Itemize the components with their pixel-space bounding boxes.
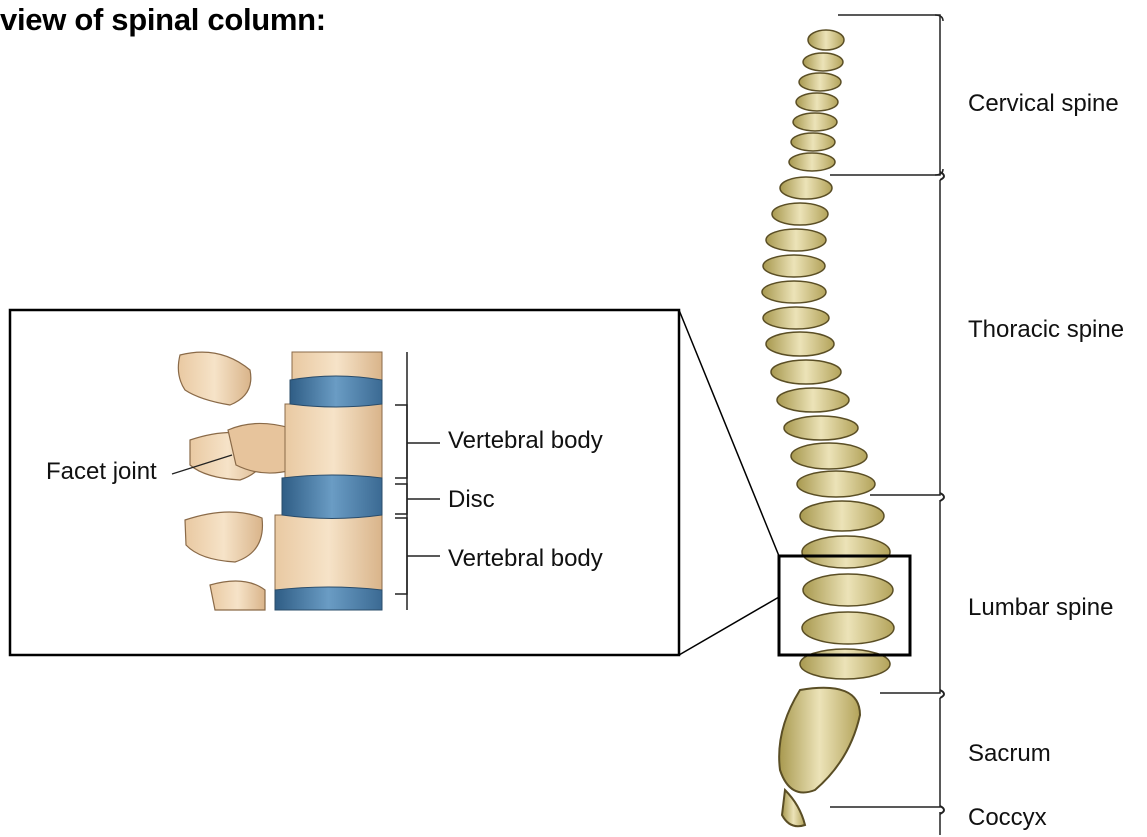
cervical-vertebrae [789, 30, 844, 171]
sacrum-bone [779, 688, 860, 793]
label-vertebral-body-upper: Vertebral body [448, 427, 603, 455]
lumbar-vertebrae [800, 501, 894, 679]
thoracic-vertebrae [762, 177, 875, 497]
label-lumbar-spine: Lumbar spine [968, 594, 1113, 622]
label-coccyx: Coccyx [968, 804, 1047, 832]
spinal-column [762, 30, 894, 826]
label-facet-joint: Facet joint [46, 458, 157, 486]
label-disc: Disc [448, 486, 495, 514]
disc-lower [275, 587, 382, 610]
label-sacrum: Sacrum [968, 740, 1051, 768]
coccyx-bone [782, 790, 805, 826]
label-cervical-spine: Cervical spine [968, 90, 1119, 118]
label-vertebral-body-lower: Vertebral body [448, 545, 603, 573]
zoom-connector-top [679, 310, 779, 556]
label-thoracic-spine: Thoracic spine [968, 316, 1124, 344]
disc-middle [282, 475, 382, 519]
zoom-connector-bottom [679, 597, 779, 655]
disc-upper [290, 376, 382, 407]
